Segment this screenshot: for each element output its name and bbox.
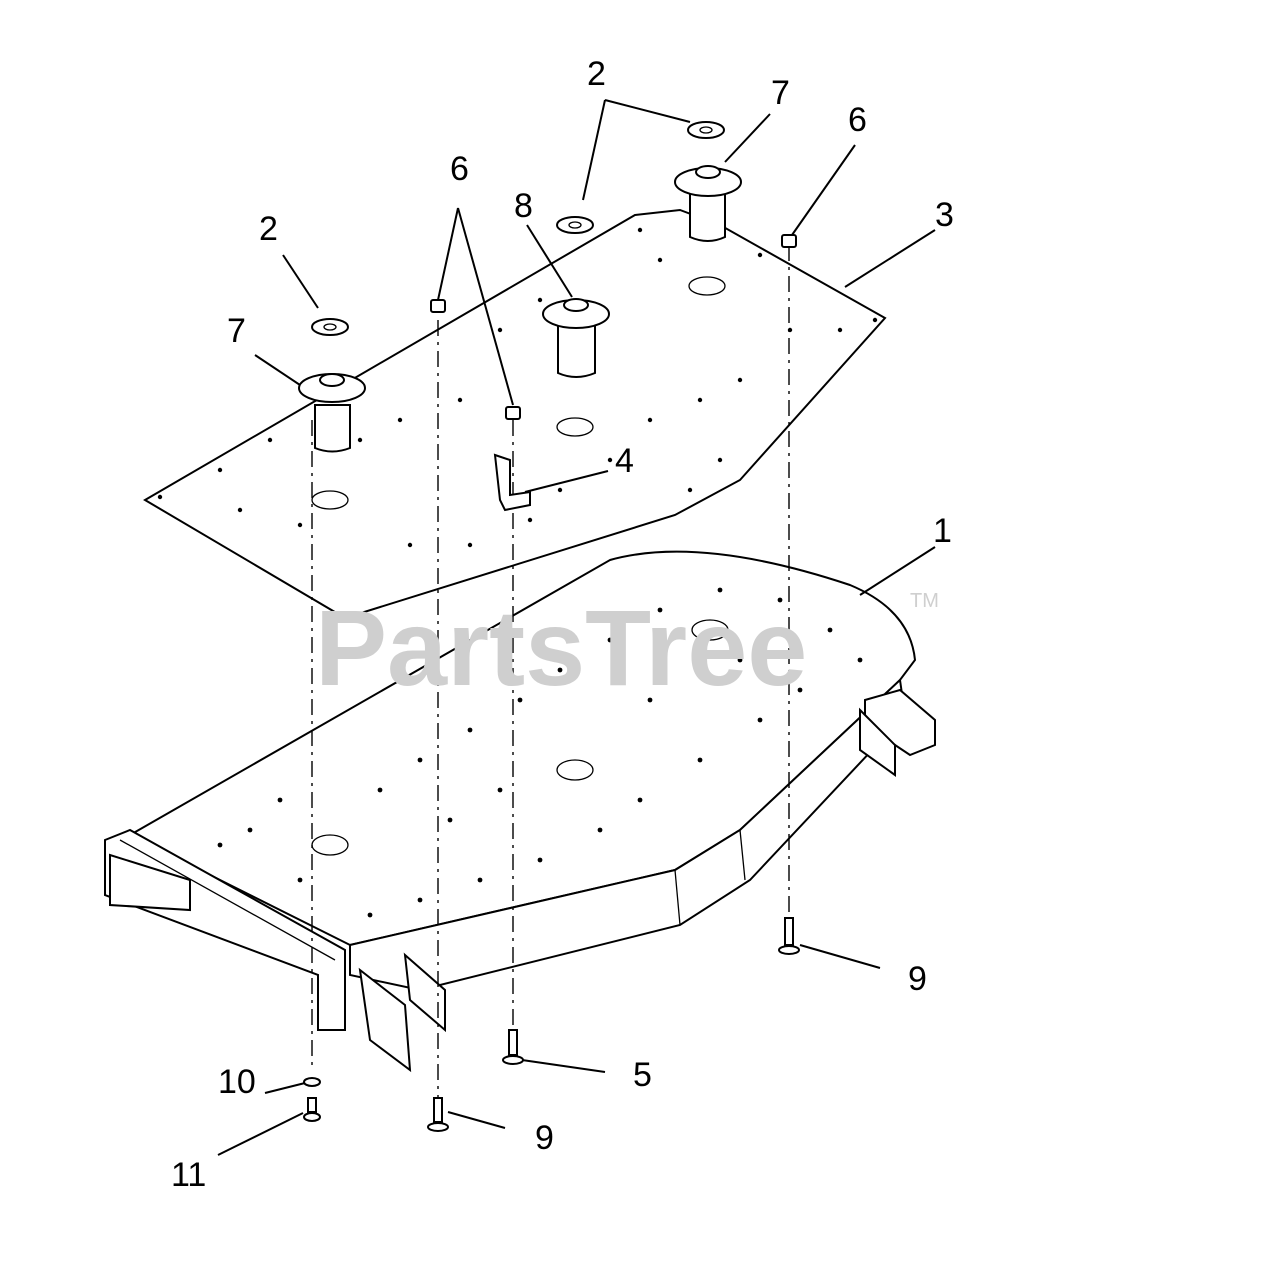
callout-5: 5 bbox=[633, 1056, 652, 1094]
callout-8: 8 bbox=[514, 187, 533, 225]
callout-9-bottom: 9 bbox=[535, 1119, 554, 1157]
callout-11: 11 bbox=[171, 1156, 206, 1194]
deck-holes bbox=[217, 587, 863, 918]
plate-holes bbox=[157, 227, 878, 548]
callout-7-left: 7 bbox=[227, 312, 246, 350]
fasteners bbox=[303, 917, 800, 1132]
mower-deck-housing bbox=[104, 550, 936, 1073]
spindle-left bbox=[298, 373, 366, 453]
callout-2-top: 2 bbox=[587, 55, 606, 93]
callout-1: 1 bbox=[933, 512, 952, 550]
spindle-center bbox=[542, 298, 610, 378]
spindle-right bbox=[674, 165, 742, 242]
bracket bbox=[493, 453, 531, 512]
leader-lines bbox=[217, 99, 936, 1156]
callout-4: 4 bbox=[615, 442, 634, 480]
assembly-centerlines bbox=[311, 245, 790, 1100]
callout-3: 3 bbox=[935, 196, 954, 234]
callout-9-right: 9 bbox=[908, 960, 927, 998]
callout-10: 10 bbox=[218, 1063, 256, 1101]
callout-7-right: 7 bbox=[771, 74, 790, 112]
callout-2-left: 2 bbox=[259, 210, 278, 248]
callout-labels: 2 7 6 6 3 8 2 7 4 1 9 5 10 9 11 bbox=[171, 55, 954, 1194]
watermark-text: PartsTree bbox=[315, 587, 807, 708]
partstree-watermark: PartsTree TM bbox=[315, 587, 939, 708]
callout-6-right: 6 bbox=[848, 101, 867, 139]
callout-6-center: 6 bbox=[450, 150, 469, 188]
watermark-trademark: TM bbox=[910, 590, 939, 612]
nuts bbox=[430, 234, 797, 420]
washers bbox=[311, 121, 725, 336]
